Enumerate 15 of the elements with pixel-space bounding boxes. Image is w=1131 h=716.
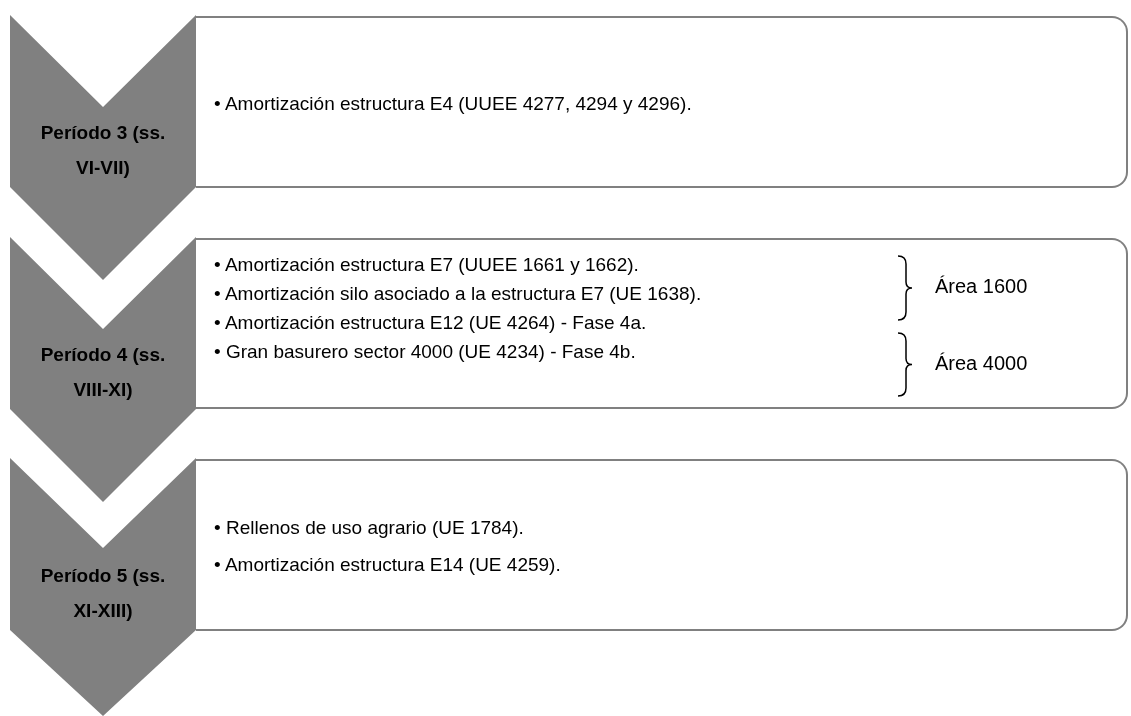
period-label: Período 5 (ss. XI-XIII) [39,564,167,623]
text-panel [196,238,1128,409]
area-label: Área 4000 [935,351,1028,375]
text-panel [196,16,1128,188]
list-item: • Amortización estructura E12 (UE 4264) - Fase 4a. [214,311,648,335]
list-item: • Gran basurero sector 4000 (UE 4234) - Fase 4b. [214,340,637,364]
list-item: • Amortización estructura E14 (UE 4259). [214,553,561,577]
list-item: • Amortización estructura E7 (UUEE 1661 y 1662). [214,253,640,277]
period-label: Período 4 (ss. VIII-XI) [39,343,167,402]
text-panel [196,459,1128,631]
area-label: Área 1600 [935,275,1028,298]
period-label: Período 3 (ss. VI-VII) [39,121,167,180]
list-item: • Amortización silo asociado a la estructura E7 (UE 1638). [214,282,702,306]
list-item: • Rellenos de uso agrario (UE 1784). [214,516,525,540]
list-item: • Amortización estructura E4 (UUEE 4277, 4294 y 4296). [214,92,692,116]
